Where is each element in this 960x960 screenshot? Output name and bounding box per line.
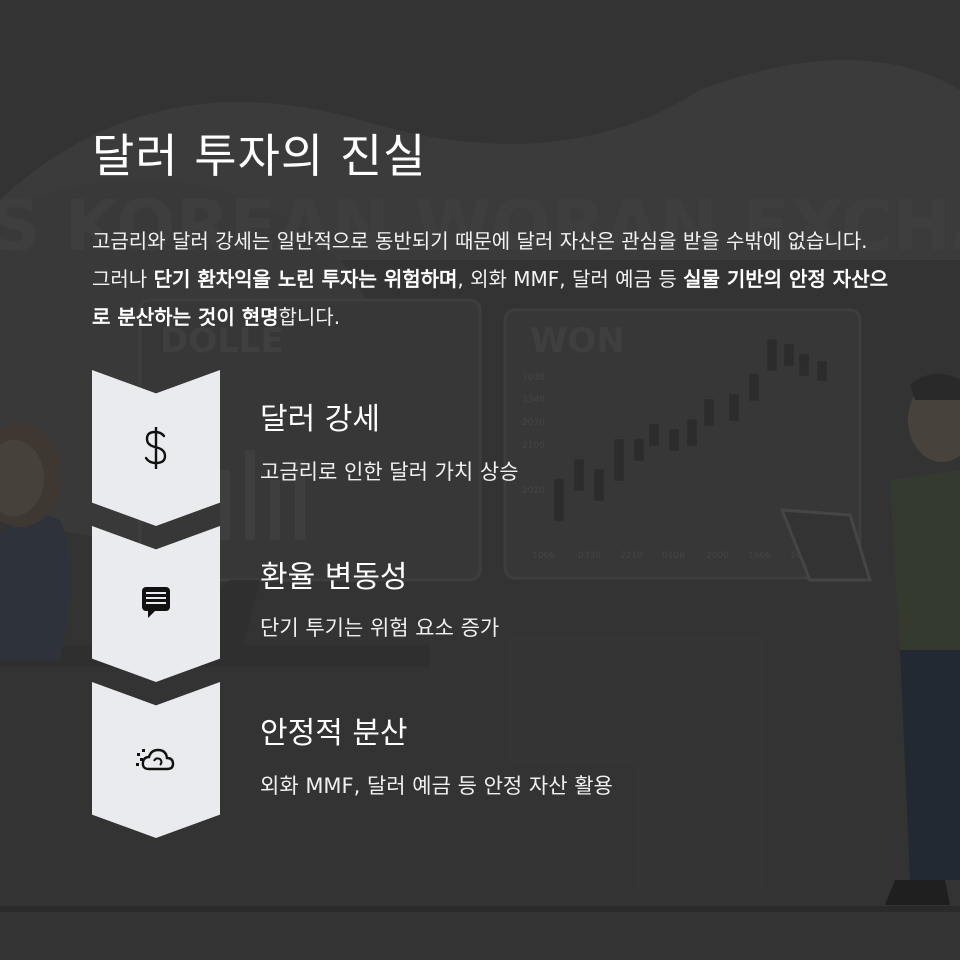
message-icon <box>130 576 182 628</box>
y-tick: 3340 <box>522 395 545 405</box>
step-chevron <box>92 682 220 838</box>
step-title: 안정적 분산 <box>260 716 408 751</box>
intro-emphasis: 단기 환차익을 노린 투자는 위험하며 <box>153 267 458 291</box>
x-tick: 0330 <box>578 551 601 561</box>
y-tick: 2020 <box>522 486 545 496</box>
cloud-icon <box>130 734 182 786</box>
intro-text: 합니다. <box>278 305 341 329</box>
step-description: 고금리로 인한 달러 가치 상승 <box>260 460 519 484</box>
x-tick: 2000 <box>706 551 729 561</box>
step-title: 달러 강세 <box>260 402 380 437</box>
man-figure <box>779 373 960 905</box>
y-tick: 2070 <box>522 418 545 428</box>
x-tick: 1066 <box>532 551 555 561</box>
x-tick: 2210 <box>620 551 643 561</box>
intro-text: , 외화 MMF, 달러 예금 등 <box>457 267 684 291</box>
intro-text: 고금리와 달러 강세는 일반적으로 동반되기 때문에 달러 자산은 관심을 받을… <box>92 229 868 291</box>
y-tick: 2100 <box>522 441 545 451</box>
right-board <box>503 308 862 580</box>
x-tick: 100 <box>790 551 807 561</box>
floor-line <box>0 906 960 912</box>
y-tick: 3030 <box>522 373 545 383</box>
step-description: 외화 MMF, 달러 예금 등 안정 자산 활용 <box>260 774 613 798</box>
left-board-label: DOLLE <box>160 321 284 361</box>
intro-paragraph: 고금리와 달러 강세는 일반적으로 동반되기 때문에 달러 자산은 관심을 받을… <box>92 222 892 336</box>
x-tick: 1966 <box>748 551 771 561</box>
step-title: 환율 변동성 <box>260 560 408 595</box>
woman-figure <box>0 423 70 660</box>
step-description: 단기 투기는 위험 요소 증가 <box>260 616 500 640</box>
background-banner-text: S KOREAN WORAN EXCHANGE <box>0 185 960 267</box>
right-board-label: WON <box>530 321 625 361</box>
dollar-icon <box>130 422 182 474</box>
x-tick: 0106 <box>662 551 685 561</box>
page-title: 달러 투자의 진실 <box>92 129 427 183</box>
intro-emphasis: 실물 기반의 안정 자산으로 분산하는 것이 현명 <box>92 267 888 329</box>
